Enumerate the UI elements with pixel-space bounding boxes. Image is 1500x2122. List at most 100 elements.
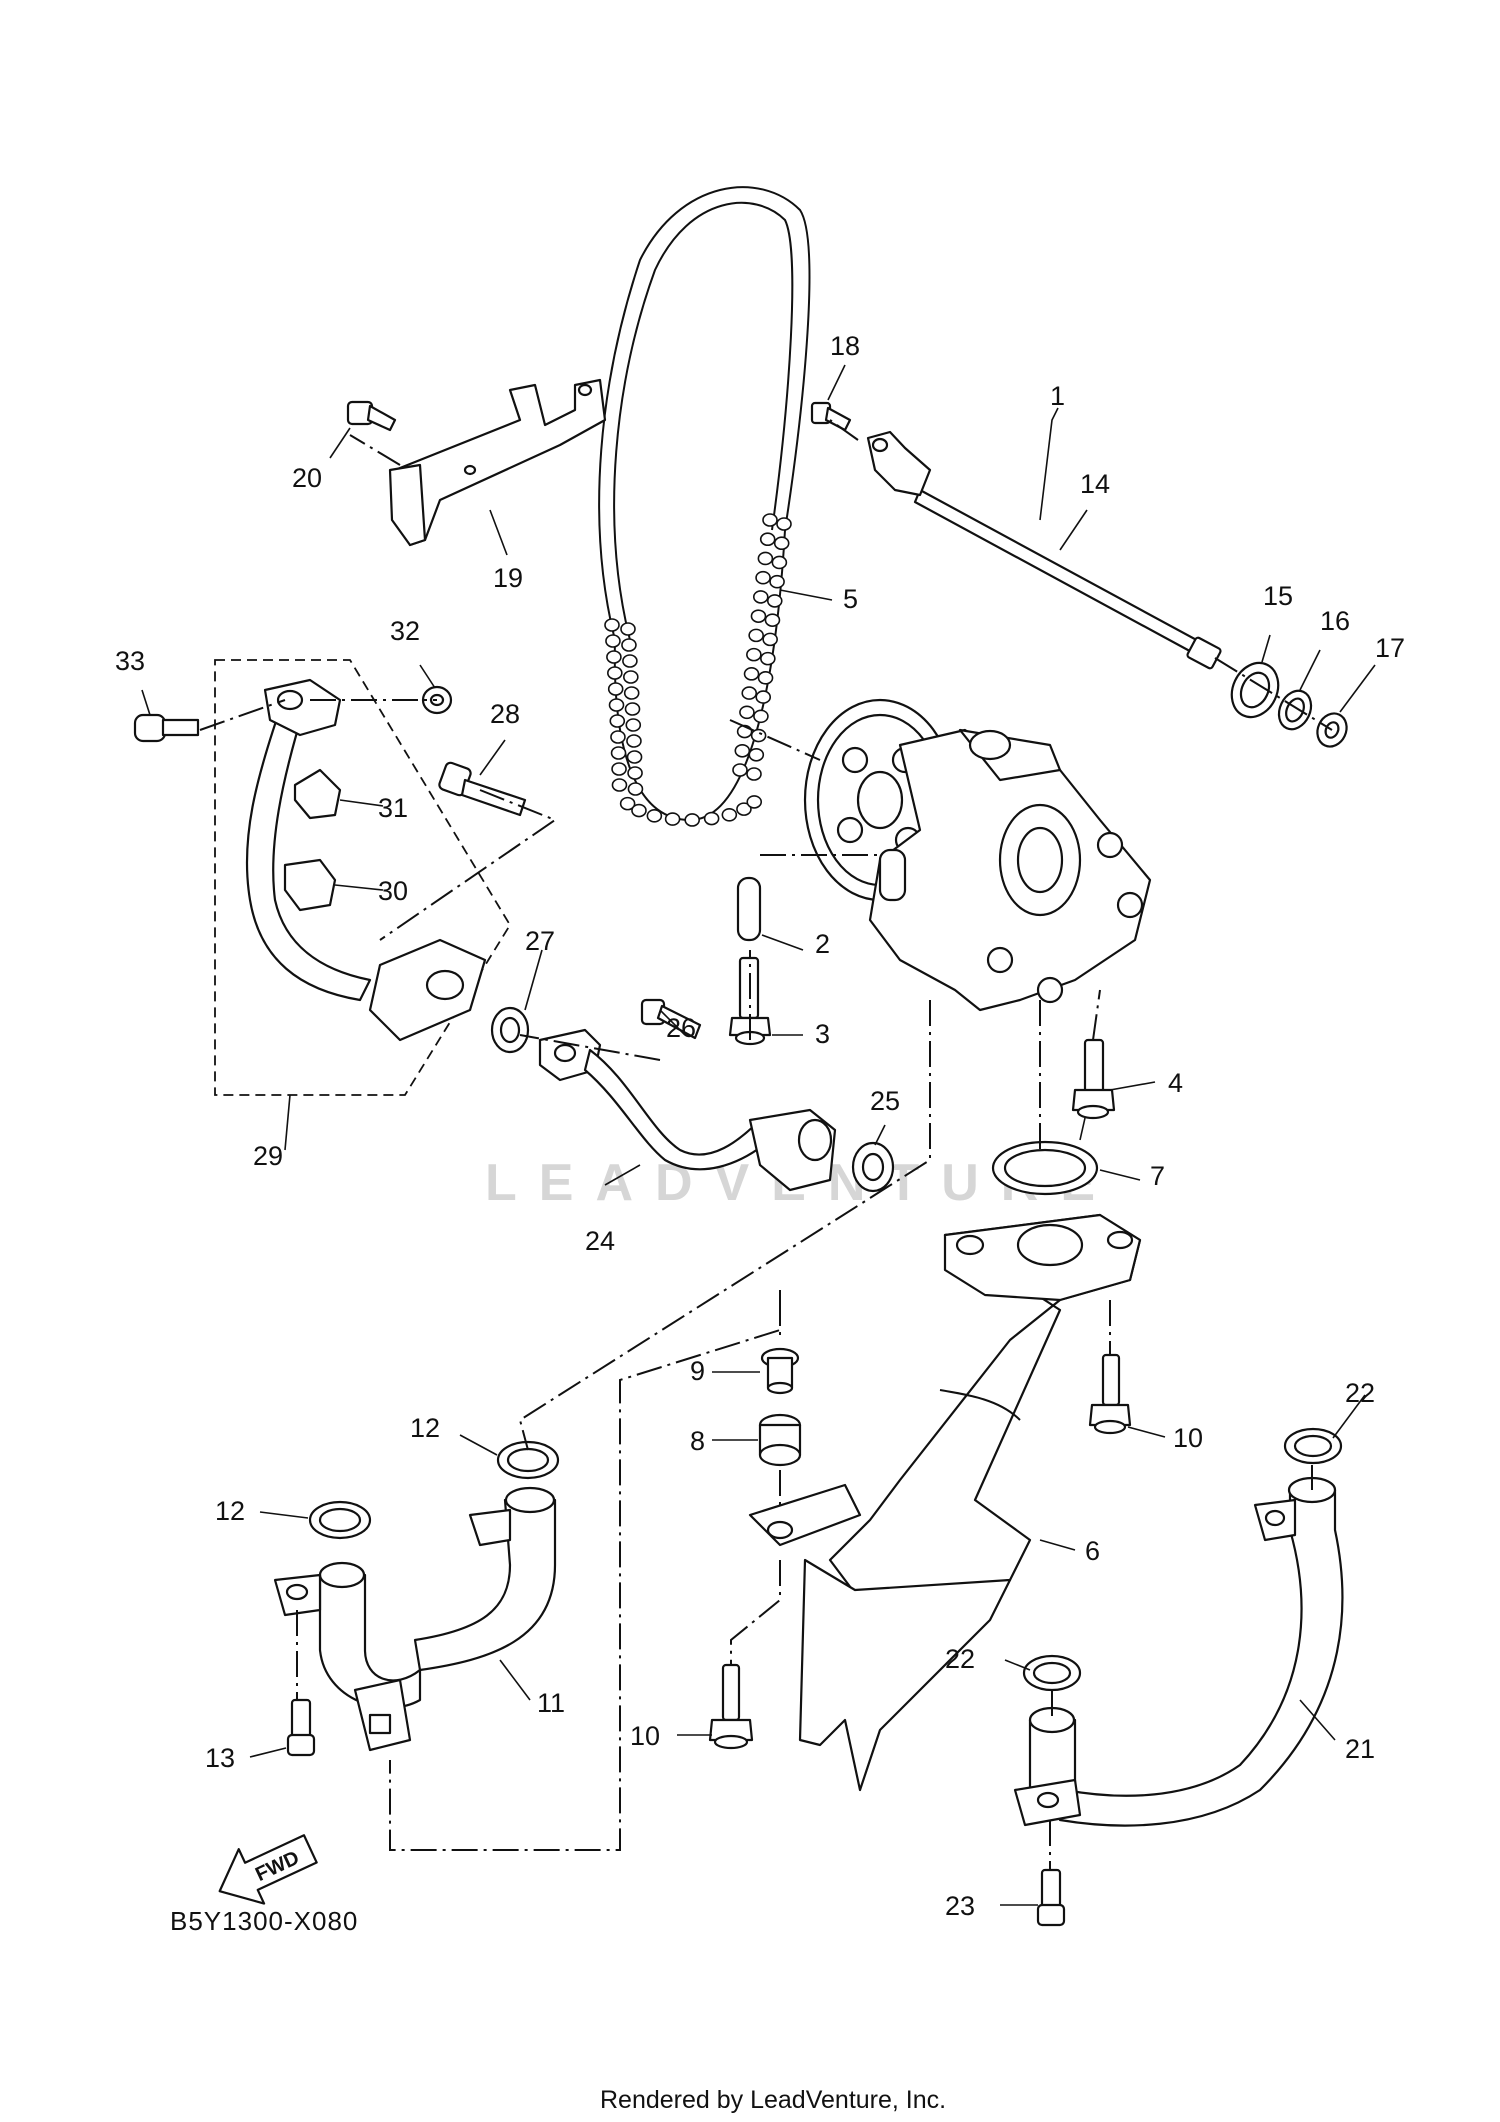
callout-18: 18 (830, 331, 860, 361)
chain-link (741, 686, 758, 700)
chain-link (631, 803, 647, 818)
chain-link (755, 570, 771, 585)
chain-link (732, 763, 748, 777)
callout-27: 27 (525, 926, 555, 956)
o-ring-7 (991, 1140, 1099, 1196)
bolt-23 (1036, 1868, 1066, 1927)
bolt-10-lower (708, 1663, 754, 1750)
washer-16 (1277, 689, 1313, 731)
oil-pipe-21 (1013, 1476, 1344, 1827)
oil-pipe-24 (538, 1028, 837, 1192)
callout-13: 13 (205, 1743, 235, 1773)
gasket-22-upper (1283, 1427, 1343, 1465)
chain-link (606, 650, 622, 664)
footer-credit: Rendered by LeadVenture, Inc. (600, 2086, 946, 2114)
chain-link (610, 730, 626, 744)
chain-link (750, 609, 767, 623)
chain-link (646, 809, 663, 823)
shaft-bolt (810, 401, 852, 432)
chain-link (684, 813, 700, 827)
chain-link (623, 686, 640, 700)
chain-link (627, 766, 643, 780)
callout-12-lower: 12 (215, 1496, 245, 1526)
bolt-28 (438, 761, 527, 817)
callout-25: 25 (870, 1086, 900, 1116)
callout-15: 15 (1263, 581, 1293, 611)
chain-link (604, 618, 620, 632)
chain-link (626, 750, 643, 764)
chain-link (764, 613, 781, 627)
chain-link (736, 802, 752, 816)
oil-pump-assembly (803, 698, 1152, 1012)
callout-14: 14 (1080, 469, 1110, 499)
chain-link (766, 594, 783, 608)
chain-link (623, 670, 639, 684)
chain-link (607, 682, 624, 696)
chain-link (757, 671, 774, 685)
callout-9: 9 (690, 1356, 705, 1386)
callout-32: 32 (390, 616, 420, 646)
chain-link (755, 690, 772, 704)
chain-link (625, 718, 642, 732)
chain-link (769, 574, 785, 589)
callout-numbers: 1 2 3 4 5 6 7 8 9 10 10 11 12 12 13 14 1… (115, 331, 1405, 1921)
callout-10-lower: 10 (630, 1721, 660, 1751)
callout-11: 11 (537, 1688, 565, 1718)
callout-33: 33 (115, 646, 145, 676)
chain-link (748, 628, 764, 643)
bolt-10-upper (1088, 1353, 1132, 1435)
callout-23: 23 (945, 1891, 975, 1921)
callout-1: 1 (1050, 381, 1065, 411)
chain-link (762, 513, 778, 527)
chain-link (605, 634, 621, 648)
callout-22-lower: 22 (945, 1644, 975, 1674)
gasket-22-lower (1022, 1654, 1082, 1692)
chain-link (760, 651, 776, 666)
chain-link (611, 762, 627, 776)
bolt-26 (640, 998, 702, 1040)
chain-link (664, 812, 681, 826)
chain-link (762, 632, 778, 647)
chain-link (620, 622, 636, 636)
chain-guide-bracket (388, 378, 607, 547)
chain-link (746, 795, 763, 809)
chain-link (771, 555, 788, 570)
callout-24: 24 (585, 1226, 615, 1256)
chain-link (739, 705, 755, 720)
chain-link (757, 551, 774, 566)
callout-16: 16 (1320, 606, 1350, 636)
alignment-lines (199, 419, 1333, 1870)
diagram-code: B5Y1300-X080 (170, 1906, 358, 1936)
chain-link (621, 638, 637, 652)
chain-link (624, 702, 641, 716)
drive-chain (598, 186, 811, 827)
chain-link (776, 517, 792, 531)
chain-link (773, 536, 790, 551)
chain-link (743, 667, 760, 681)
dowel-pin (736, 876, 762, 942)
chain-link (607, 666, 623, 680)
callout-6: 6 (1085, 1536, 1100, 1566)
callout-5: 5 (843, 584, 858, 614)
chain-link (734, 743, 751, 758)
callout-8: 8 (690, 1426, 705, 1456)
chain-link (622, 654, 638, 668)
clamp-31 (293, 768, 342, 820)
callout-2: 2 (815, 929, 830, 959)
chain-link (703, 811, 720, 826)
callout-30: 30 (378, 876, 408, 906)
callout-7: 7 (1150, 1161, 1165, 1191)
callout-28: 28 (490, 699, 520, 729)
bolt-33 (133, 713, 200, 743)
callout-3: 3 (815, 1019, 830, 1049)
bolt-4 (1071, 1038, 1116, 1120)
chain-link (609, 714, 626, 728)
chain-link (627, 782, 644, 796)
chain-link (748, 747, 765, 762)
callout-4: 4 (1168, 1068, 1183, 1098)
callout-21: 21 (1345, 1734, 1375, 1764)
grommet-8 (758, 1413, 802, 1467)
oil-strainer (748, 1213, 1142, 1792)
oil-pipe-11 (273, 1486, 557, 1752)
